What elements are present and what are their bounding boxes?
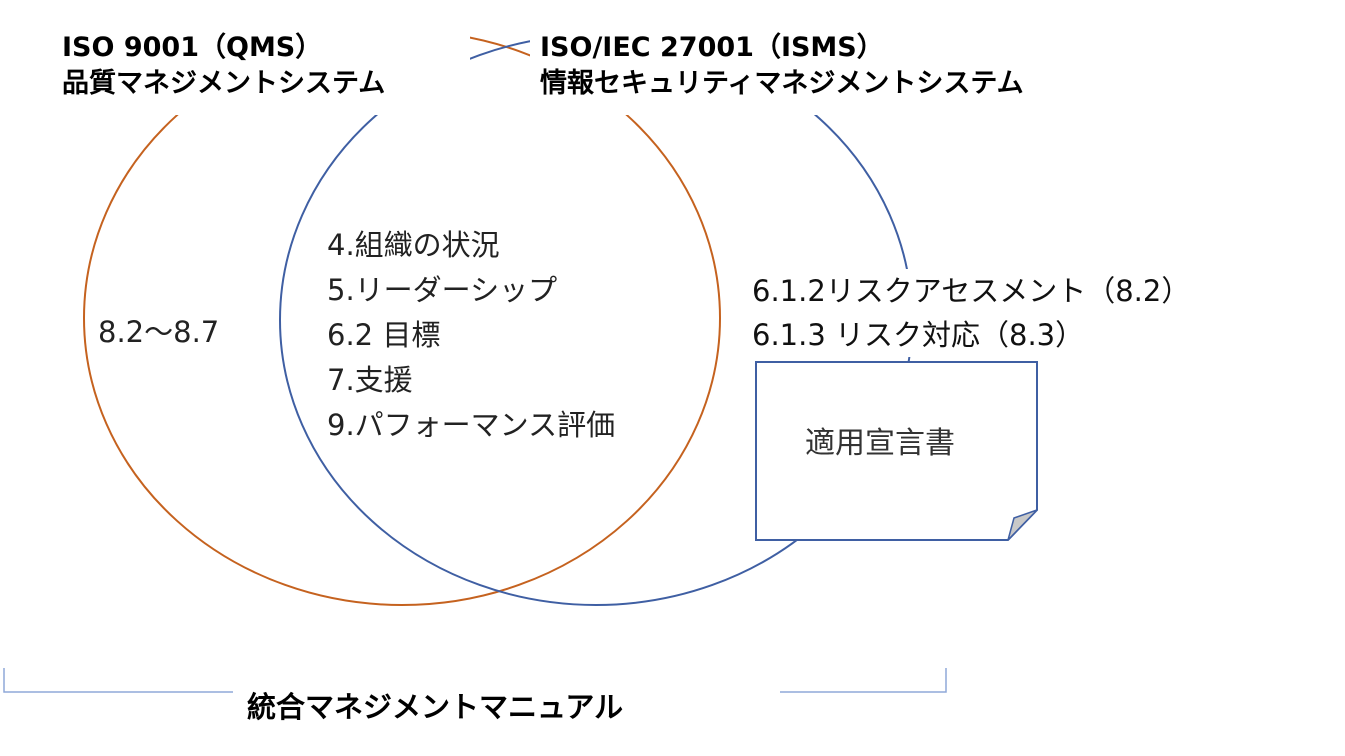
folded-corner-icon (1007, 509, 1038, 541)
manual-bracket (3, 668, 947, 693)
manual-label: 統合マネジメントマニュアル (247, 690, 624, 724)
isms-title: ISO/IEC 27001（ISMS） 情報セキュリティマネジメントシステム (540, 30, 1024, 102)
list-item: 9.パフォーマンス評価 (327, 408, 616, 442)
list-item: 5.リーダーシップ (327, 273, 558, 307)
qms-only-items: 8.2〜8.7 (98, 315, 220, 349)
list-item: 7.支援 (327, 363, 413, 397)
common-items: 4.組織の状況 5.リーダーシップ 6.2 目標 7.支援 9.パフォーマンス評… (327, 223, 615, 448)
list-item: 6.1.2リスクアセスメント（8.2） (752, 274, 1191, 308)
list-item: 4.組織の状況 (327, 228, 500, 262)
list-item: 6.1.3 リスク対応（8.3） (752, 318, 1085, 352)
qms-title: ISO 9001（QMS） 品質マネジメントシステム (62, 30, 386, 102)
document-label: 適用宣言書 (805, 426, 955, 461)
statement-of-applicability-document (755, 361, 1038, 541)
list-item: 6.2 目標 (327, 318, 441, 352)
isms-only-items: 6.1.2リスクアセスメント（8.2） 6.1.3 リスク対応（8.3） (752, 269, 1191, 357)
